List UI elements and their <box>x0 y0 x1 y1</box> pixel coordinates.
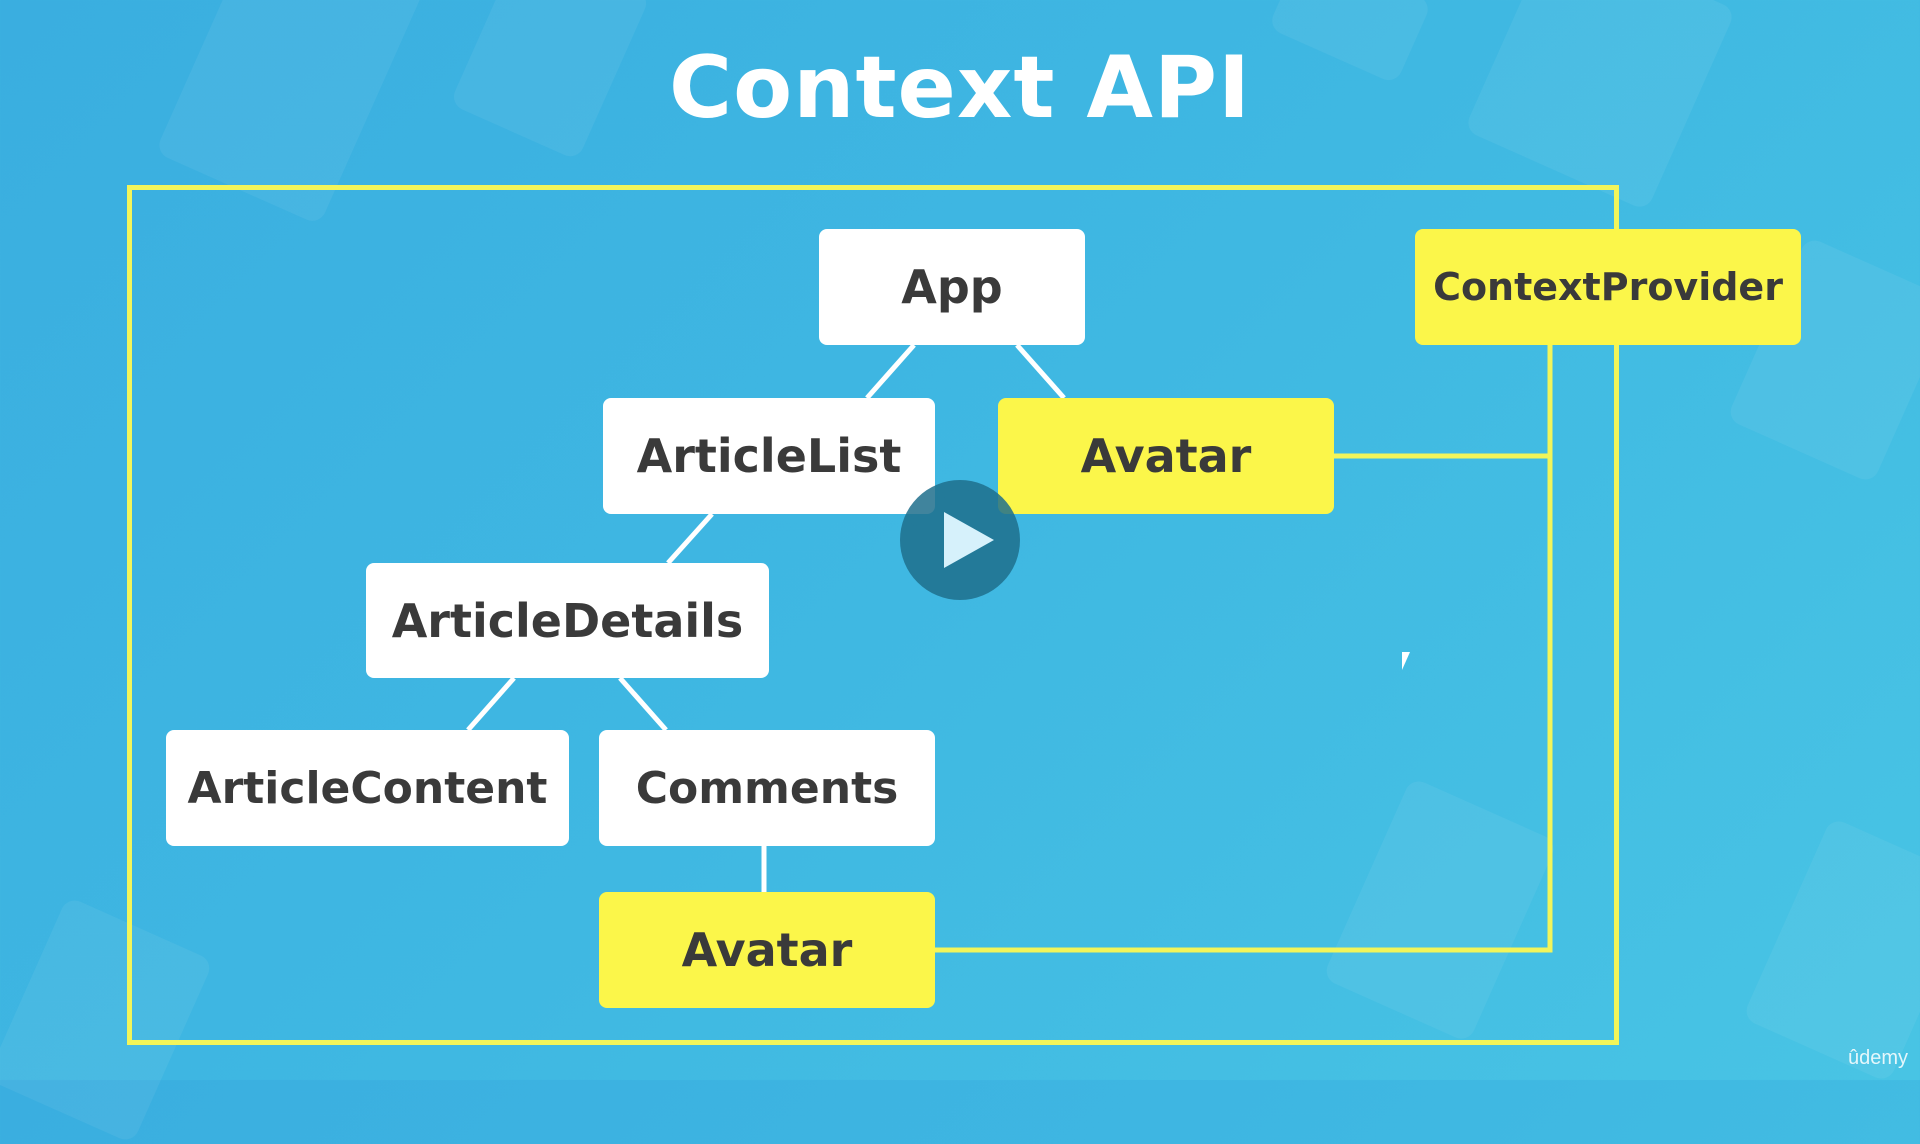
connector-articledetails-articlecontent <box>466 676 516 732</box>
play-icon <box>944 512 994 568</box>
node-article-details: ArticleDetails <box>366 563 769 678</box>
connector-lines <box>466 343 1553 953</box>
connector-app-articlelist <box>865 343 916 400</box>
slide-title: Context API <box>669 38 1251 138</box>
node-app: App <box>819 229 1085 345</box>
node-article-content: ArticleContent <box>166 730 569 846</box>
connector-articledetails-comments <box>618 676 668 732</box>
connector-articlelist-articledetails <box>666 512 714 565</box>
play-button[interactable] <box>900 480 1020 600</box>
node-context-provider: ContextProvider <box>1415 229 1801 345</box>
udemy-watermark: ûdemy <box>1847 1047 1908 1069</box>
connector-provider-consumers <box>935 345 1553 953</box>
app-boundary-frame <box>127 185 1619 1045</box>
node-comments: Comments <box>599 730 935 846</box>
connector-app-avatar <box>1015 343 1066 400</box>
node-avatar-bottom: Avatar <box>599 892 935 1008</box>
node-article-list: ArticleList <box>603 398 935 514</box>
mouse-cursor-icon <box>1402 652 1418 670</box>
node-avatar-top: Avatar <box>998 398 1334 514</box>
